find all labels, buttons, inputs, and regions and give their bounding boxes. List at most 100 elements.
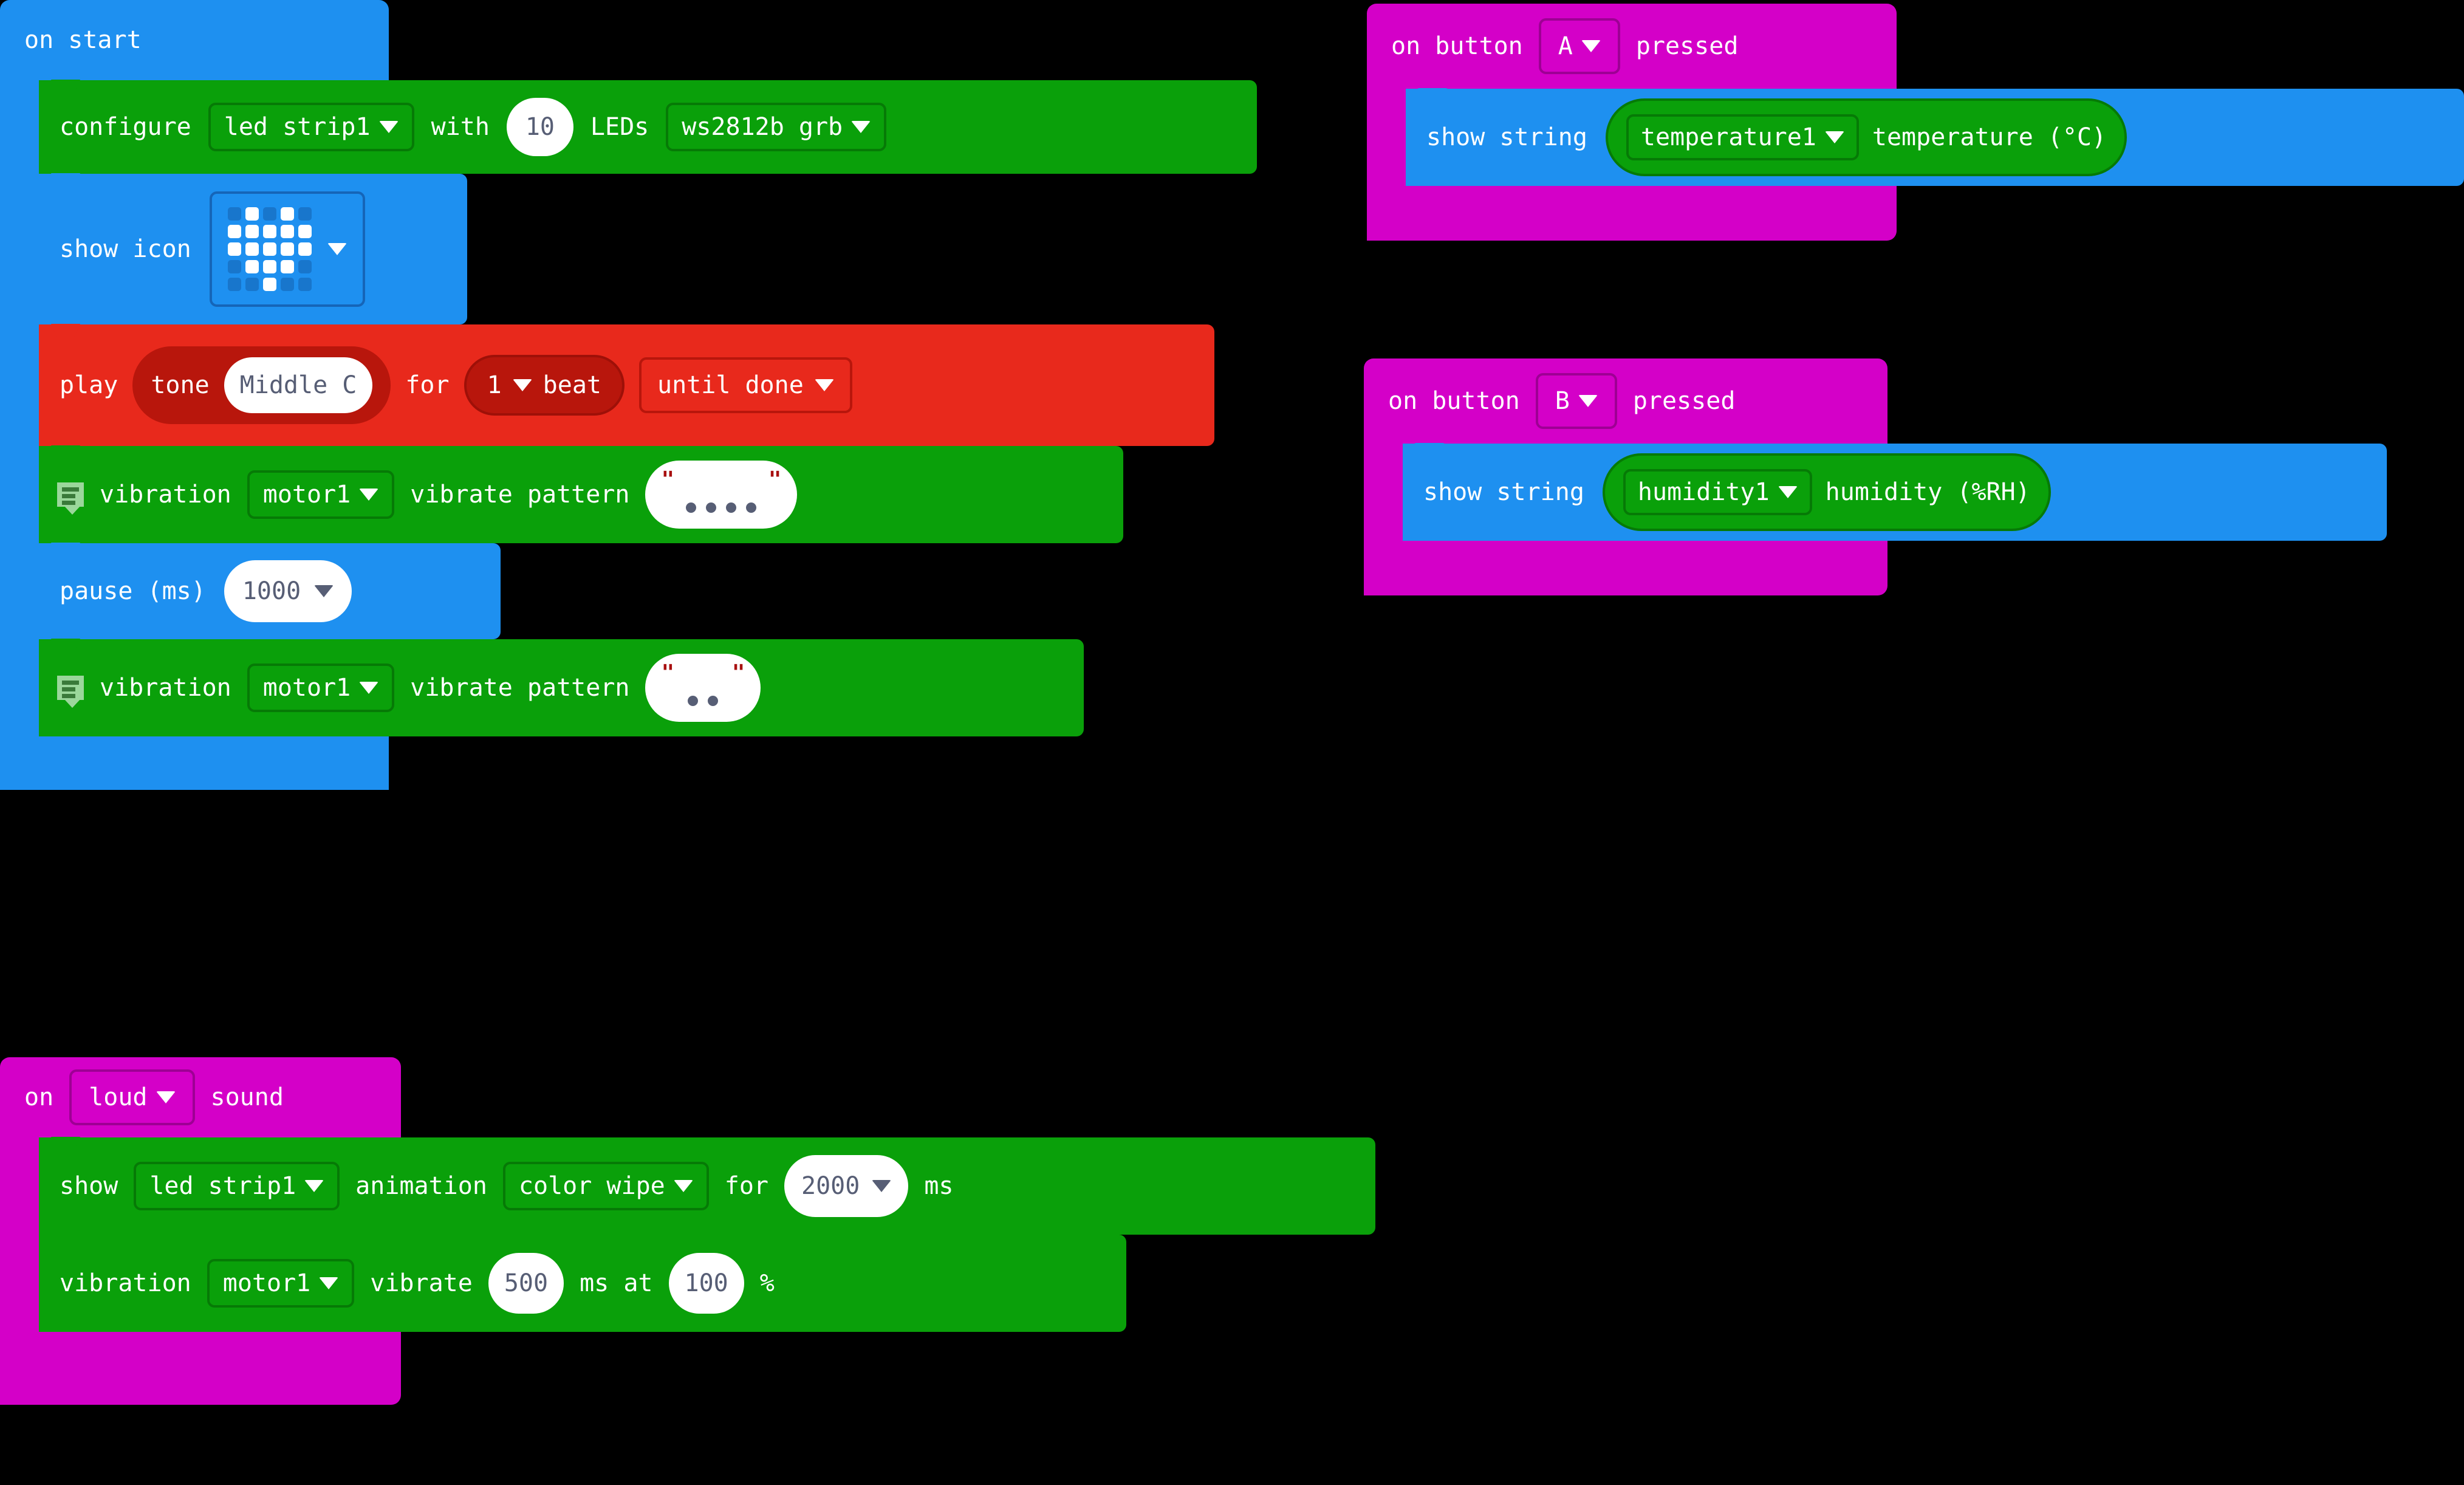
vibration-duration-block[interactable]: vibration motor1 vibrate 500 ms at 100 % bbox=[39, 1234, 1126, 1332]
quote-open: " bbox=[661, 660, 675, 685]
pause-duration-value: 1000 bbox=[242, 577, 301, 605]
stack-footer bbox=[1364, 541, 1887, 595]
block-notch bbox=[44, 173, 87, 187]
chevron-down-icon bbox=[1824, 131, 1844, 143]
chevron-down-icon bbox=[512, 379, 532, 391]
humidity-reporter[interactable]: humidity1 humidity (%RH) bbox=[1602, 453, 2051, 531]
configure-label: configure bbox=[60, 113, 191, 141]
comment-icon[interactable] bbox=[57, 482, 84, 515]
animation-type-dropdown[interactable]: color wipe bbox=[502, 1162, 709, 1210]
sound-level-dropdown[interactable]: loud bbox=[69, 1069, 195, 1125]
for-label: for bbox=[405, 371, 450, 399]
vibration-label: vibration bbox=[100, 674, 231, 702]
button-select-dropdown[interactable]: B bbox=[1535, 373, 1617, 429]
motor-dropdown[interactable]: motor1 bbox=[247, 664, 395, 712]
on-button-label: on button bbox=[1391, 32, 1523, 60]
icon-picker-dropdown[interactable] bbox=[209, 191, 365, 307]
configure-led-strip-block[interactable]: configure led strip1 with 10 LEDs ws2812… bbox=[39, 80, 1257, 174]
motor-dropdown-label: motor1 bbox=[262, 674, 351, 702]
temperature-sensor-dropdown[interactable]: temperature1 bbox=[1626, 114, 1859, 160]
vibrate-pattern-input[interactable]: " " bbox=[645, 654, 761, 722]
play-tone-block[interactable]: play tone Middle C for 1 beat until done bbox=[39, 324, 1214, 446]
comment-icon[interactable] bbox=[57, 676, 84, 708]
animation-duration-input[interactable]: 2000 bbox=[784, 1155, 909, 1217]
chevron-down-icon bbox=[359, 489, 379, 501]
block-notch bbox=[1408, 443, 1451, 456]
show-string-label: show string bbox=[1423, 478, 1584, 506]
sound-level-value: loud bbox=[89, 1083, 148, 1111]
vibrate-intensity-input[interactable]: 100 bbox=[668, 1253, 744, 1314]
chevron-down-icon bbox=[304, 1180, 324, 1192]
pause-duration-input[interactable]: 1000 bbox=[224, 560, 352, 622]
show-icon-block[interactable]: show icon bbox=[39, 173, 467, 324]
led-strip-dropdown-label: led strip1 bbox=[149, 1172, 296, 1200]
humidity-sensor-dropdown[interactable]: humidity1 bbox=[1623, 469, 1812, 515]
pause-label: pause (ms) bbox=[60, 577, 206, 605]
block-notch bbox=[44, 80, 87, 93]
animation-duration-value: 2000 bbox=[801, 1172, 860, 1200]
pressed-label: pressed bbox=[1635, 32, 1739, 60]
led-mode-dropdown[interactable]: ws2812b grb bbox=[666, 103, 887, 151]
led-strip-dropdown[interactable]: led strip1 bbox=[208, 103, 414, 151]
beat-value: 1 bbox=[487, 371, 502, 399]
vibrate-duration-input[interactable]: 500 bbox=[488, 1253, 564, 1314]
humidity-unit-label: humidity (%RH) bbox=[1825, 478, 2030, 506]
stack-footer bbox=[0, 1332, 401, 1405]
on-button-b-hat[interactable]: on button B pressed bbox=[1364, 358, 1887, 456]
show-string-temperature-block[interactable]: show string temperature1 temperature (°C… bbox=[1406, 88, 2464, 186]
chevron-down-icon bbox=[378, 121, 399, 133]
on-start-body: configure led strip1 with 10 LEDs ws2812… bbox=[0, 80, 1257, 790]
show-string-humidity-block[interactable]: show string humidity1 humidity (%RH) bbox=[1403, 443, 2387, 541]
vibrate-pattern-input[interactable]: " " bbox=[645, 461, 798, 529]
on-loud-sound-hat[interactable]: on loud sound bbox=[0, 1057, 401, 1150]
quote-open: " bbox=[661, 467, 675, 492]
beat-reporter[interactable]: 1 beat bbox=[464, 355, 625, 416]
pressed-label: pressed bbox=[1632, 387, 1736, 415]
motor-dropdown-label: motor1 bbox=[262, 481, 351, 509]
on-loud-sound-stack[interactable]: on loud sound show led strip1 animation … bbox=[0, 1057, 1375, 1405]
temperature-sensor-value: temperature1 bbox=[1640, 123, 1816, 151]
until-done-dropdown[interactable]: until done bbox=[638, 357, 852, 413]
on-button-b-stack[interactable]: on button B pressed show string humidity… bbox=[1364, 358, 2387, 595]
chevron-down-icon bbox=[1581, 40, 1601, 52]
on-start-footer bbox=[0, 736, 389, 790]
ms-label: ms bbox=[924, 1172, 954, 1200]
button-select-dropdown[interactable]: A bbox=[1538, 18, 1620, 74]
note-input[interactable]: Middle C bbox=[224, 357, 373, 413]
vibration-pattern-1-block[interactable]: vibration motor1 vibrate pattern " " bbox=[39, 445, 1123, 543]
motor-dropdown[interactable]: motor1 bbox=[247, 470, 395, 519]
on-button-a-stack[interactable]: on button A pressed show string temperat… bbox=[1367, 4, 2464, 241]
chevron-down-icon bbox=[314, 585, 334, 597]
block-notch bbox=[1411, 88, 1454, 101]
chevron-down-icon bbox=[673, 1180, 693, 1192]
temperature-reporter[interactable]: temperature1 temperature (°C) bbox=[1605, 98, 2127, 176]
show-animation-block[interactable]: show led strip1 animation color wipe for… bbox=[39, 1137, 1375, 1235]
chevron-down-icon bbox=[1578, 395, 1598, 407]
vibration-label: vibration bbox=[100, 481, 231, 509]
vibrate-duration-value: 500 bbox=[504, 1269, 549, 1297]
vibrate-pattern-label: vibrate pattern bbox=[410, 674, 630, 702]
block-notch bbox=[44, 1234, 87, 1247]
chevron-down-icon bbox=[359, 682, 379, 694]
sound-label: sound bbox=[210, 1083, 284, 1111]
show-icon-label: show icon bbox=[60, 235, 191, 263]
chevron-down-icon bbox=[156, 1091, 176, 1103]
vibration-pattern-2-block[interactable]: vibration motor1 vibrate pattern " " bbox=[39, 639, 1084, 736]
on-start-hat[interactable]: on start bbox=[0, 0, 389, 93]
beat-label: beat bbox=[542, 371, 601, 399]
button-select-value: A bbox=[1558, 32, 1573, 60]
pause-block[interactable]: pause (ms) 1000 bbox=[39, 543, 501, 639]
motor-dropdown[interactable]: motor1 bbox=[207, 1259, 355, 1308]
tone-reporter[interactable]: tone Middle C bbox=[132, 346, 391, 424]
block-notch bbox=[44, 639, 87, 652]
on-button-a-hat[interactable]: on button A pressed bbox=[1367, 4, 1897, 101]
until-done-label: until done bbox=[657, 371, 804, 399]
play-label: play bbox=[60, 371, 118, 399]
on-start-stack[interactable]: on start configure led strip1 with 10 LE… bbox=[0, 0, 1257, 790]
tone-label: tone bbox=[151, 371, 210, 399]
led-count-input[interactable]: 10 bbox=[506, 98, 573, 156]
block-notch bbox=[44, 1137, 87, 1150]
heart-icon bbox=[227, 207, 312, 291]
led-strip-dropdown[interactable]: led strip1 bbox=[134, 1162, 340, 1210]
